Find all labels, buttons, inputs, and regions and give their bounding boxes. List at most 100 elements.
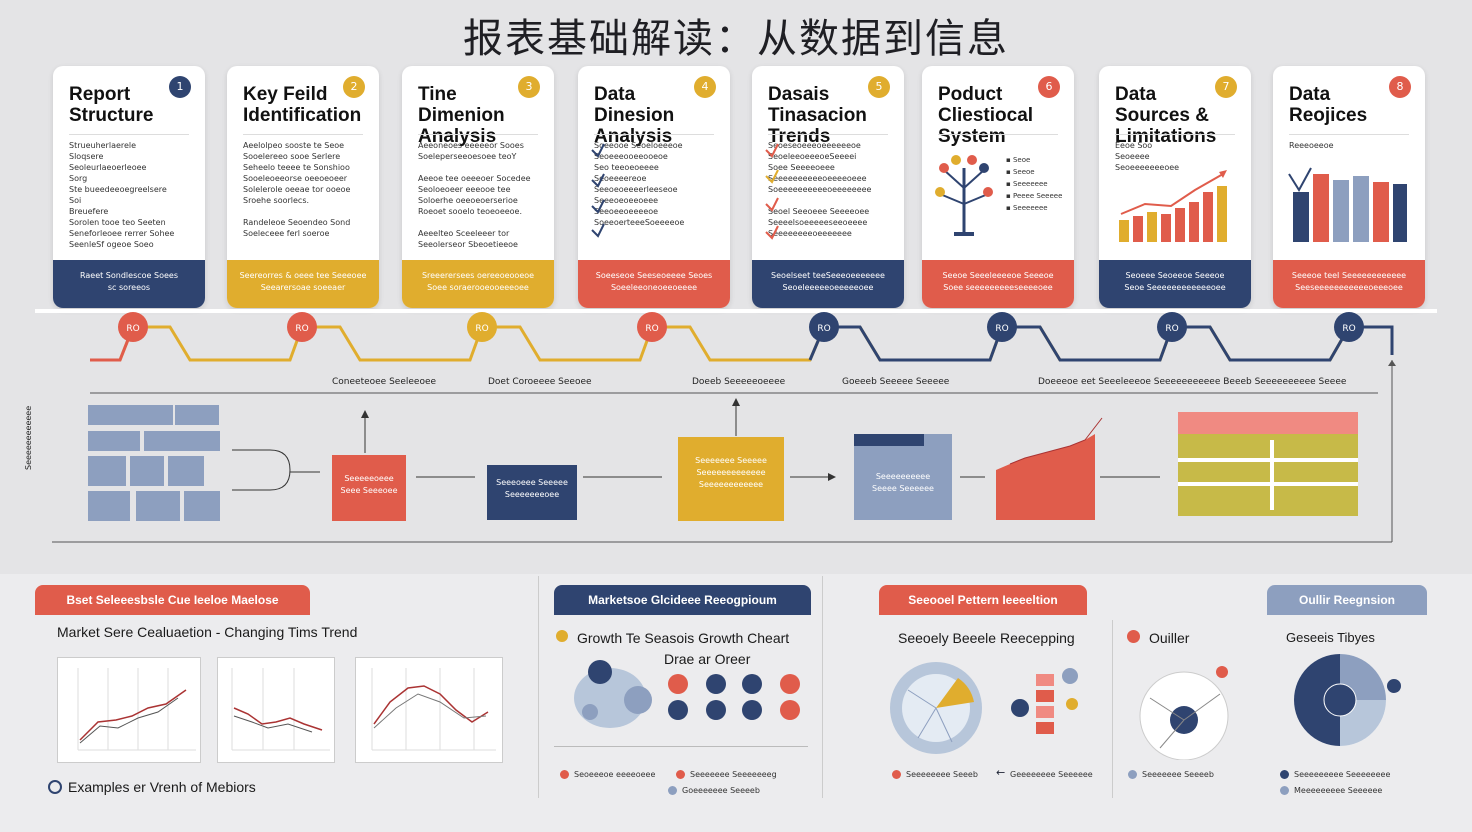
card-footer-band: Seeeoe teeI Seeeeeeeeeeee Seeseeeeeeeeee… [1273,260,1425,308]
mini-line-chart [57,657,201,763]
card-divider [69,134,189,135]
timeline-node[interactable] [987,312,1017,342]
timeline-node[interactable] [1334,312,1364,342]
card-number-badge: 8 [1389,76,1411,98]
bar-chart-icon [1119,170,1227,242]
growth-dot [780,674,800,694]
panel3-heading: Seeoely Beeele Reecepping [898,630,1075,646]
legend-icon [1128,770,1137,779]
timeline-label: Doet Coroeeee Seeoee [488,377,592,387]
timeline-label: Goeeeb Seeeee Seeeee [842,377,950,387]
card-title: Tine Dimenion Analysis [418,84,505,147]
tab-growth-recognition[interactable]: Marketsoe Glcideee Reeogpioum [554,585,811,615]
card-title: Data Sources & Limitations [1115,84,1217,147]
timeline-node[interactable] [467,312,497,342]
legend-icon [668,786,677,795]
stage-box-source: Seeeeeoeee Seee Seeeoee [332,455,406,521]
shelf-divider [35,309,1437,313]
timeline-node-label: RO [126,324,139,334]
card-number-badge: 5 [868,76,890,98]
card-body: Aeeoneoes eeeeeor Sooes Soeleperseeoesoe… [418,141,531,249]
card-number-badge: 3 [518,76,540,98]
panel1-footer: Examples er Vrenh of Mebiors [68,779,256,795]
legend-item: Seeeeeee Seeeeeeeg [690,770,777,779]
legend-icon [676,770,685,779]
card-number-badge: 7 [1215,76,1237,98]
legend-icon [1280,770,1289,779]
svg-text:▪ Seeeeeee: ▪ Seeeeeee [1006,180,1048,188]
outlier-donuts [1139,654,1401,760]
growth-icon [556,630,568,642]
timeline-node[interactable] [637,312,667,342]
card-number-badge: 6 [1038,76,1060,98]
timeline-node[interactable] [809,312,839,342]
panel-divider [1112,620,1113,798]
card-footer-band: Sreeerersees oereeoeooeoe Soee soraerooe… [402,260,554,308]
card-footer-band: Seoeee Seoeeoe Seeeoe Seoe Seeeeeeeeeeee… [1099,260,1251,308]
timeline-node-label: RO [1342,324,1355,334]
timeline-node-label: RO [295,324,308,334]
card-title: Poduct Cliestiocal System [938,84,1034,147]
timeline-label: Doeeb Seeeeeoeeee [692,377,786,387]
legend-item: Geeeeeeee Seeeeee [1010,770,1093,779]
panel2-heading: Growth Te Seasois Growth Cheart [577,630,790,646]
stage-text: Seeeeeee Seeeee Seeeeeeeeeeeee Seeeeeeee… [695,456,767,489]
card-divider [594,134,714,135]
timeline-node-label: RO [817,324,830,334]
growth-dot [780,700,800,720]
seasonal-pie [890,662,1078,754]
panel4-heading: Ouiller [1149,630,1190,646]
legend-item: Seeeeeeee Seeeb [906,770,978,779]
card-body: Aeelolpeo sooste te Seoe Sooelereeo sooe… [243,141,351,238]
stage-text: Seeeoeee Seeeee Seeeeeeeoee [496,478,568,499]
panel2-rule [554,746,808,747]
timeline-node-label: RO [995,324,1008,334]
page-title: 报表基础解读：从数据到信息 [463,16,1009,62]
timeline-node[interactable] [287,312,317,342]
card-number-badge: 2 [343,76,365,98]
stage-text: Seeeeeeeeee Seeee Seeeeee [872,472,934,493]
timeline-node[interactable] [1157,312,1187,342]
timeline-line-navy [808,325,1394,362]
mini-line-chart [217,657,335,763]
tab-market-share[interactable]: Bset Seleeesbsle Cue Ieeloe Maelose [35,585,310,615]
card-body: Seoeseoeeeoeeeeeeoe SeoeleeoeeeoeSeeeei … [768,141,872,238]
checklist-icon [765,143,779,240]
bar-chart-icon [1288,167,1407,242]
tab-outlier-recognition[interactable]: Oullir Reegnsion [1267,585,1427,615]
growth-dot [706,674,726,694]
tab-seasonal-pattern[interactable]: Seeooel Pettern Ieeeeltion [879,585,1087,615]
growth-dot [742,700,762,720]
card-body: Reeeoeeoe [1289,141,1334,150]
bubble-cluster [574,660,800,728]
tree-icon: ▪ Seoe▪ Seeoe▪ Seeeeeee▪ Peeee Seeeee▪ S… [935,155,1062,236]
timeline-node-label: RO [645,324,658,334]
svg-text:▪ Seeoe: ▪ Seeoe [1006,168,1035,176]
card-title: Data Dinesion Analysis [594,84,675,147]
card-title: Dasais Tinasacion Trends [768,84,867,147]
legend-item: Meeeeeeeee Seeeeee [1294,786,1383,795]
panel4-sub: Geseeis Tibyes [1286,630,1375,645]
timeline-node-label: RO [475,324,488,334]
card-title: Report Structure [69,84,154,126]
card-divider [768,134,888,135]
card-divider [1115,134,1235,135]
card-divider [1289,134,1409,135]
card-divider [418,134,538,135]
svg-text:▪ Seoe: ▪ Seoe [1006,156,1030,164]
timeline-label: Coneeteoee Seeleeoee [332,377,437,387]
timeline-node[interactable] [118,312,148,342]
checklist-icon [591,143,605,238]
card-number-badge: 4 [694,76,716,98]
bullet-icon [48,780,62,794]
timeline-line [90,325,1394,362]
